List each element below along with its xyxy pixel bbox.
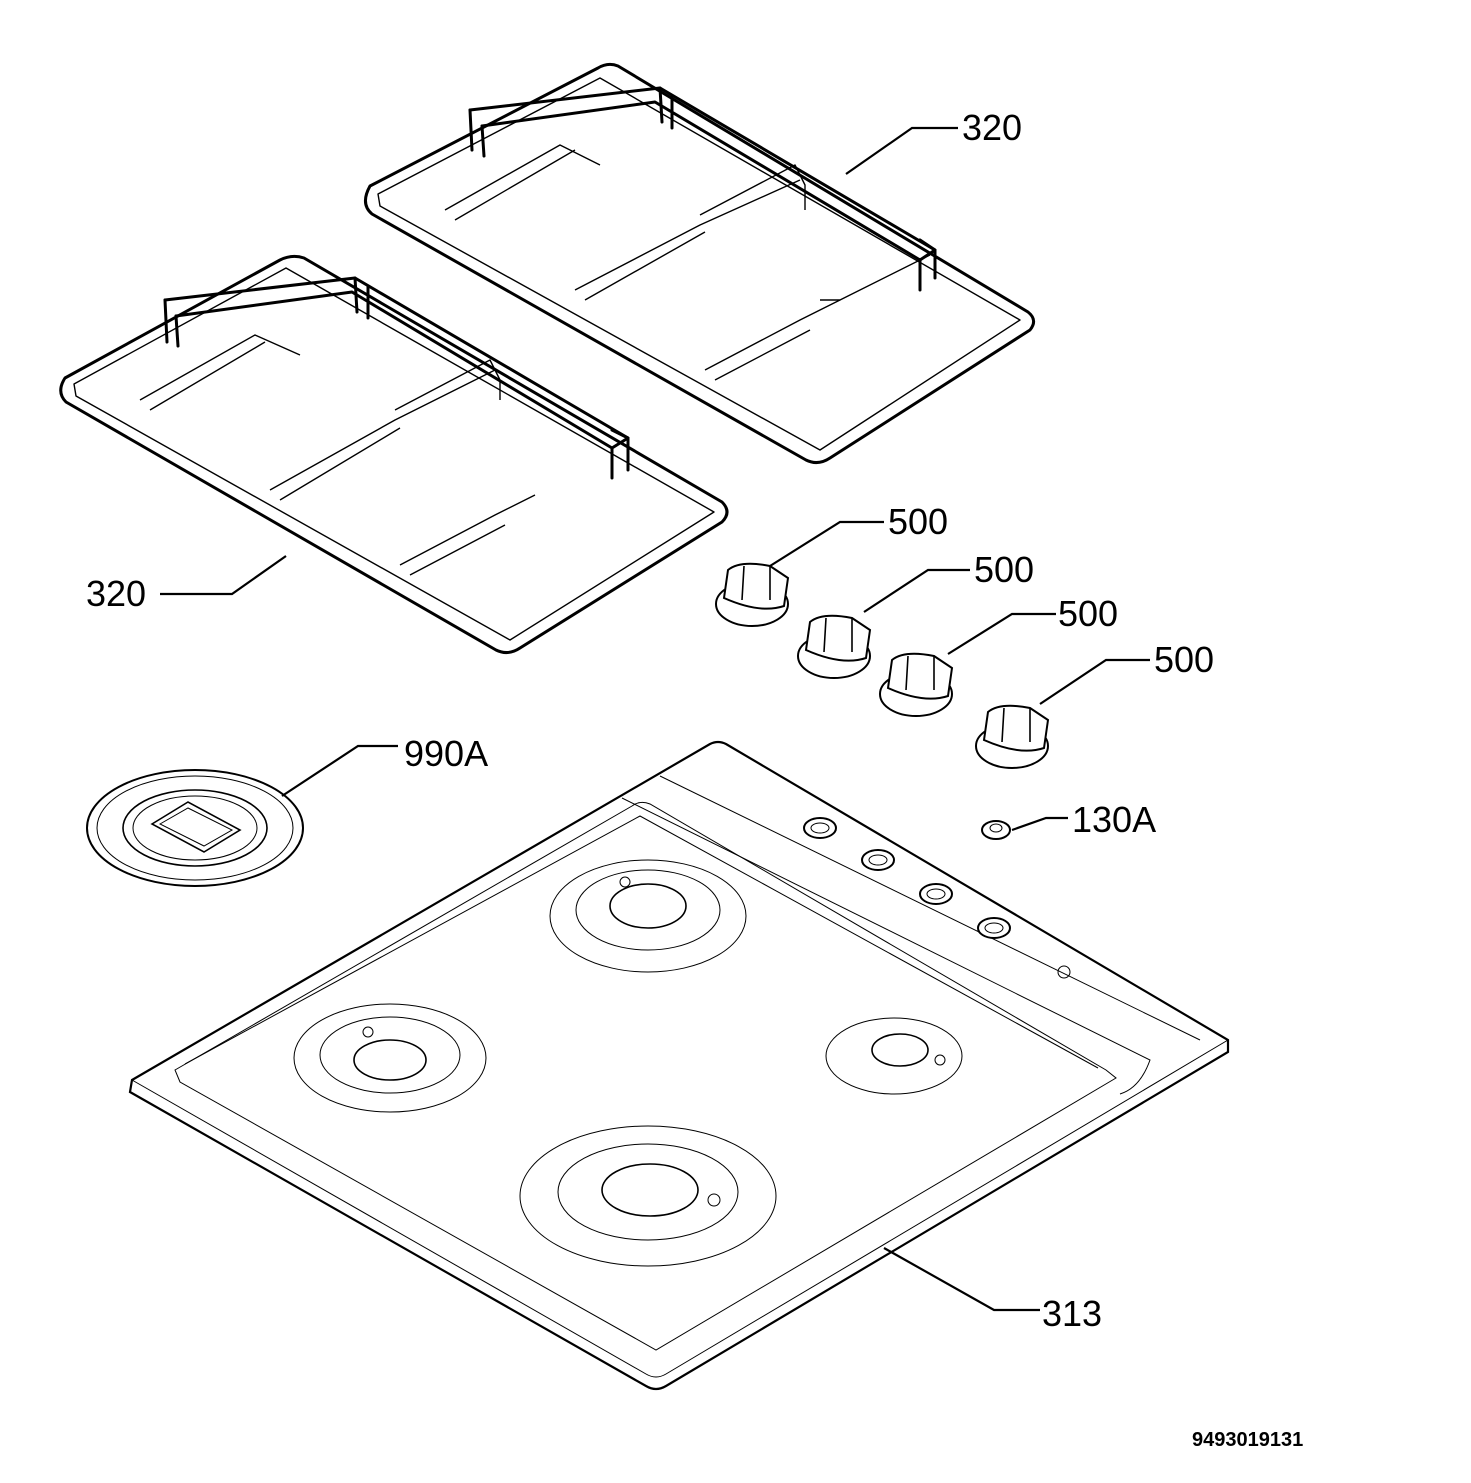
leader-lines [160, 126, 1150, 1312]
callout-500-knob-3: 500 [1058, 593, 1118, 634]
control-knob-2 [797, 614, 872, 679]
burner-cap-990a [86, 769, 304, 887]
callout-500-knob-2: 500 [974, 549, 1034, 590]
burner-right [825, 1017, 963, 1095]
callout-313: 313 [1042, 1293, 1102, 1334]
hob-top-313 [128, 740, 1230, 1391]
burner-front [519, 1125, 777, 1267]
burner-left [293, 1003, 487, 1113]
callout-320-back: 320 [962, 107, 1022, 148]
callout-500-knob-1: 500 [888, 501, 948, 542]
callout-500-knob-4: 500 [1154, 639, 1214, 680]
callout-130a: 130A [1072, 799, 1156, 840]
burner-rear [549, 859, 747, 973]
pan-support-back [364, 62, 1035, 465]
control-knob-4 [975, 704, 1050, 769]
drawing-number: 9493019131 [1192, 1429, 1303, 1451]
control-knob-1 [715, 562, 790, 627]
callout-320-front: 320 [86, 573, 146, 614]
pan-support-front [59, 254, 729, 655]
bushing-130a [981, 820, 1011, 840]
control-knob-3 [879, 652, 954, 717]
callout-990a: 990A [404, 733, 488, 774]
